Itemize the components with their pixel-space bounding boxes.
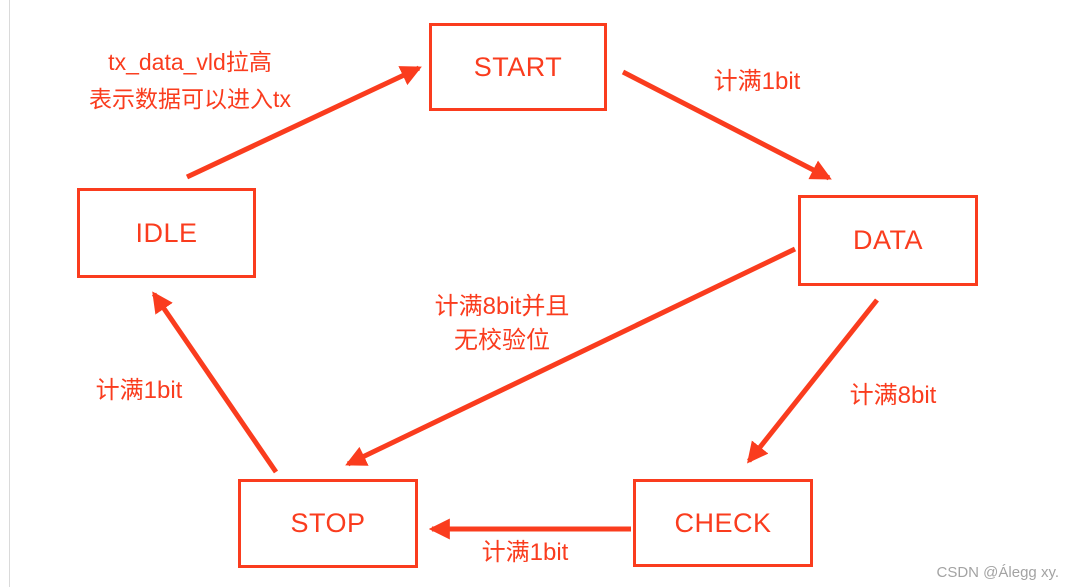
state-box-start: START	[429, 23, 607, 111]
transition-label-idle-to-start-line1: tx_data_vld拉高	[108, 49, 272, 75]
state-label-start: START	[473, 51, 563, 82]
state-box-stop: STOP	[238, 479, 418, 568]
transition-label-start-to-data: 计满1bit	[713, 68, 801, 95]
transition-label-data-to-stop: 计满8bit并且 无校验位	[435, 290, 570, 358]
arrow-start-to-data	[621, 69, 832, 181]
transition-label-data-to-stop-line1: 计满8bit并且	[434, 293, 570, 320]
transition-label-check-to-stop: 计满1bit	[481, 539, 569, 566]
state-label-check: CHECK	[674, 507, 772, 538]
state-label-idle: IDLE	[135, 217, 198, 248]
page-edge-divider	[9, 0, 10, 587]
transition-label-idle-to-start: tx_data_vld拉高 表示数据可以进入tx	[89, 44, 291, 118]
state-label-data: DATA	[852, 225, 923, 255]
transition-label-idle-to-start-line2: 表示数据可以进入tx	[89, 86, 291, 112]
transition-label-data-to-check: 计满8bit	[849, 382, 937, 409]
state-box-idle: IDLE	[77, 188, 256, 278]
transition-label-stop-to-idle: 计满1bit	[95, 377, 183, 404]
state-label-stop: STOP	[290, 508, 366, 538]
arrow-stop-to-idle	[151, 291, 279, 474]
state-box-check: CHECK	[633, 479, 813, 567]
arrow-data-to-stop	[345, 246, 797, 467]
csdn-watermark: CSDN @Álegg xy.	[936, 564, 1059, 581]
arrow-idle-to-start	[185, 65, 422, 180]
arrow-data-to-check	[747, 298, 879, 464]
transition-label-data-to-stop-line2: 无校验位	[453, 327, 550, 354]
state-box-data: DATA	[798, 195, 978, 286]
